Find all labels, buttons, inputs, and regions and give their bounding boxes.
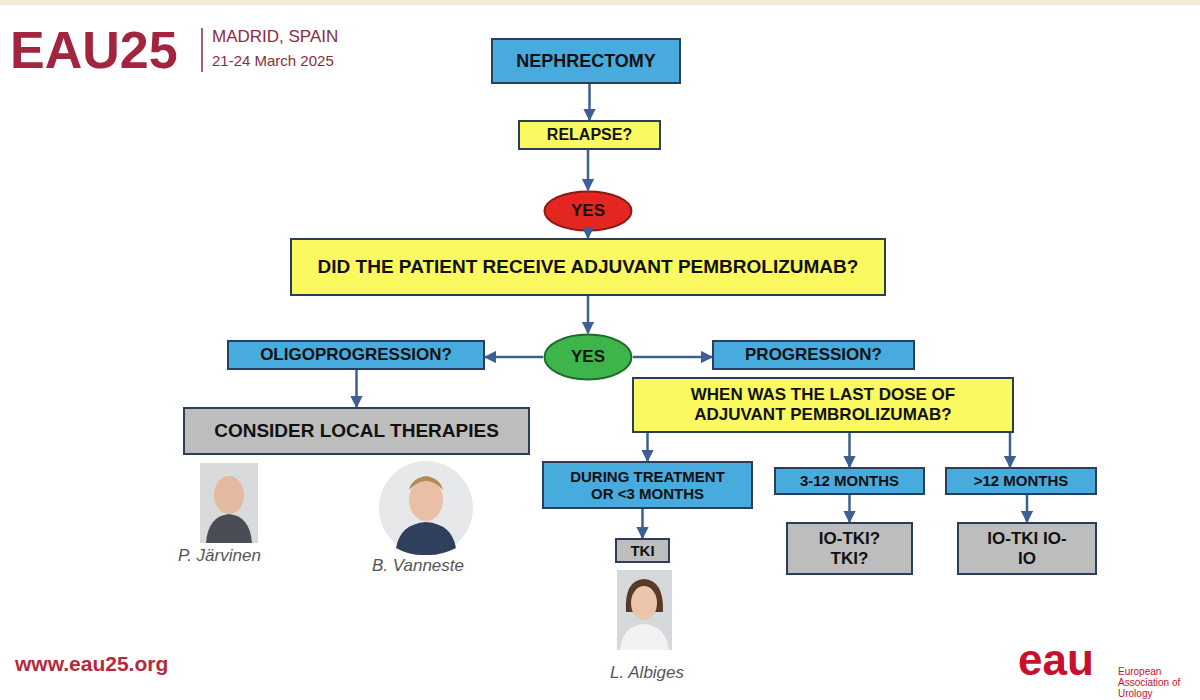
decision-ellipse: YES — [543, 190, 633, 232]
event-logo: EAU25 — [10, 22, 178, 79]
flow-arrow — [633, 356, 712, 359]
flow-arrow — [848, 433, 851, 467]
flow-arrow — [641, 509, 644, 538]
process-box: 3-12 MONTHS — [774, 467, 925, 495]
speaker-name: L. Albiges — [610, 664, 684, 683]
society-name: European Association of Urology — [1118, 666, 1196, 699]
portrait-photo — [200, 463, 258, 543]
society-logo: eau — [1018, 636, 1094, 684]
portrait-photo — [379, 461, 473, 555]
flow-arrow — [587, 296, 590, 333]
node-text: NEPHRECTOMY — [516, 51, 656, 72]
event-url: www.eau25.org — [15, 652, 168, 675]
node-text: CONSIDER LOCAL THERAPIES — [214, 420, 499, 442]
speaker-name: B. Vanneste — [372, 557, 464, 576]
outcome-box: IO-TKI IO-IO — [957, 522, 1097, 575]
node-text: 3-12 MONTHS — [800, 472, 899, 489]
event-place: MADRID, SPAIN — [212, 28, 338, 47]
flow-arrow — [587, 232, 590, 238]
process-box: PROGRESSION? — [712, 340, 915, 370]
question-box: RELAPSE? — [518, 120, 661, 150]
node-text: IO-TKI? TKI? — [810, 529, 890, 568]
node-text: YES — [571, 347, 605, 367]
question-box: DID THE PATIENT RECEIVE ADJUVANT PEMBROL… — [290, 238, 886, 296]
process-box: NEPHRECTOMY — [491, 38, 681, 84]
flow-arrow — [1009, 433, 1012, 467]
flow-arrow — [588, 84, 591, 120]
node-text: PROGRESSION? — [745, 345, 882, 365]
process-box: >12 MONTHS — [945, 467, 1097, 495]
flow-arrow — [646, 433, 649, 461]
node-text: IO-TKI IO-IO — [987, 529, 1067, 568]
node-text: DURING TREATMENT OR <3 MONTHS — [563, 468, 733, 503]
node-text: TKI — [630, 542, 654, 559]
node-text: WHEN WAS THE LAST DOSE OF ADJUVANT PEMBR… — [653, 385, 993, 424]
node-text: DID THE PATIENT RECEIVE ADJUVANT PEMBROL… — [318, 256, 859, 278]
flow-arrow — [355, 370, 358, 407]
portrait-photo — [617, 570, 672, 650]
event-dates: 21-24 March 2025 — [212, 53, 334, 70]
flow-arrow — [485, 356, 543, 359]
outcome-box: TKI — [615, 538, 670, 563]
process-box: DURING TREATMENT OR <3 MONTHS — [542, 461, 753, 509]
question-box: WHEN WAS THE LAST DOSE OF ADJUVANT PEMBR… — [632, 377, 1014, 433]
node-text: OLIGOPROGRESSION? — [260, 345, 452, 365]
speaker-name: P. Järvinen — [178, 547, 261, 566]
flow-arrow — [1026, 495, 1029, 522]
node-text: RELAPSE? — [547, 126, 632, 144]
decision-ellipse: YES — [543, 333, 633, 381]
flow-arrow — [587, 150, 590, 190]
top-strip — [0, 0, 1200, 5]
flow-arrow — [848, 495, 851, 522]
process-box: OLIGOPROGRESSION? — [227, 340, 485, 370]
node-text: >12 MONTHS — [974, 472, 1069, 489]
logo-separator — [201, 28, 203, 72]
outcome-box: CONSIDER LOCAL THERAPIES — [183, 407, 530, 455]
node-text: YES — [571, 201, 605, 221]
outcome-box: IO-TKI? TKI? — [786, 522, 913, 575]
